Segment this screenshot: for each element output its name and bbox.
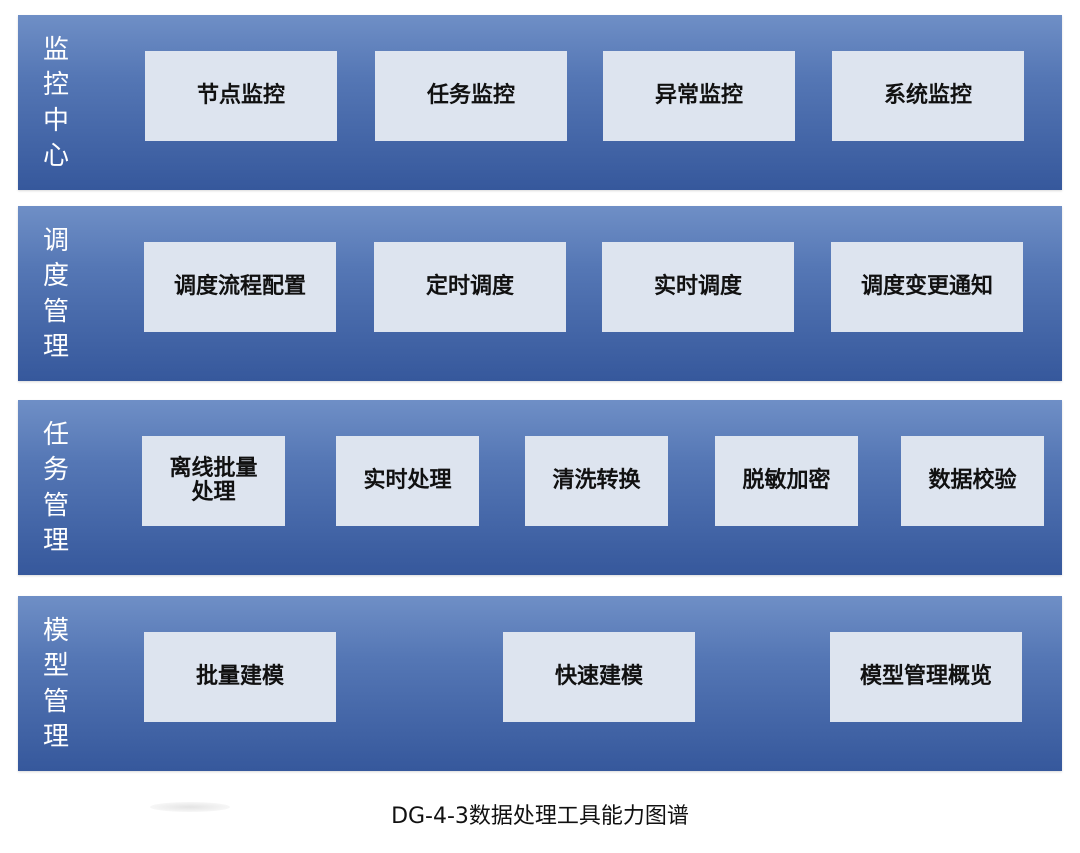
box-clean-transform: 清洗转换 bbox=[525, 436, 668, 526]
layer-model-management: 模 型 管 理 批量建模 快速建模 模型管理概览 bbox=[18, 596, 1062, 771]
layer-title: 监 控 中 心 bbox=[40, 35, 72, 171]
box-offline-batch-processing: 离线批量 处理 bbox=[142, 436, 285, 526]
diagram-caption: DG-4-3数据处理工具能力图谱 bbox=[391, 804, 689, 829]
layer-title: 模 型 管 理 bbox=[40, 616, 72, 752]
box-node-monitoring: 节点监控 bbox=[145, 51, 337, 141]
layer-title-char: 理 bbox=[42, 331, 69, 362]
layer-title-char: 理 bbox=[42, 721, 69, 752]
box-realtime-processing: 实时处理 bbox=[336, 436, 479, 526]
layer-title-char: 型 bbox=[42, 651, 69, 682]
box-quick-modeling: 快速建模 bbox=[503, 632, 695, 722]
layer-title-char: 调 bbox=[42, 226, 69, 256]
layer-title-char: 管 bbox=[42, 490, 69, 521]
layer-task-management: 任 务 管 理 离线批量 处理 实时处理 清洗转换 脱敏加密 数据校验 bbox=[18, 400, 1062, 575]
layer-title-char: 管 bbox=[42, 686, 69, 717]
layer-title-char: 中 bbox=[42, 105, 69, 136]
layer-title-char: 监 bbox=[42, 35, 69, 65]
box-model-management-overview: 模型管理概览 bbox=[830, 632, 1022, 722]
layer-title: 调 度 管 理 bbox=[40, 226, 72, 362]
box-realtime-scheduling: 实时调度 bbox=[602, 242, 794, 332]
caption-smudge bbox=[150, 802, 230, 812]
layer-title-char: 管 bbox=[42, 296, 69, 327]
box-system-monitoring: 系统监控 bbox=[832, 51, 1024, 141]
box-timed-scheduling: 定时调度 bbox=[374, 242, 566, 332]
layer-title-char: 务 bbox=[42, 455, 69, 486]
layer-title-char: 理 bbox=[42, 525, 69, 556]
layer-title: 任 务 管 理 bbox=[40, 420, 72, 556]
box-schedule-flow-config: 调度流程配置 bbox=[144, 242, 336, 332]
layer-title-char: 模 bbox=[42, 616, 69, 646]
box-task-monitoring: 任务监控 bbox=[375, 51, 567, 141]
layer-title-char: 度 bbox=[42, 261, 69, 292]
box-schedule-change-notice: 调度变更通知 bbox=[831, 242, 1023, 332]
layer-monitoring-center: 监 控 中 心 节点监控 任务监控 异常监控 系统监控 bbox=[18, 15, 1062, 190]
layer-title-char: 控 bbox=[42, 70, 69, 101]
layer-scheduling-management: 调 度 管 理 调度流程配置 定时调度 实时调度 调度变更通知 bbox=[18, 206, 1062, 381]
box-exception-monitoring: 异常监控 bbox=[603, 51, 795, 141]
box-batch-modeling: 批量建模 bbox=[144, 632, 336, 722]
layer-title-char: 任 bbox=[42, 420, 69, 450]
box-data-validation: 数据校验 bbox=[901, 436, 1044, 526]
box-desensitize-encrypt: 脱敏加密 bbox=[715, 436, 858, 526]
layer-title-char: 心 bbox=[42, 140, 69, 171]
